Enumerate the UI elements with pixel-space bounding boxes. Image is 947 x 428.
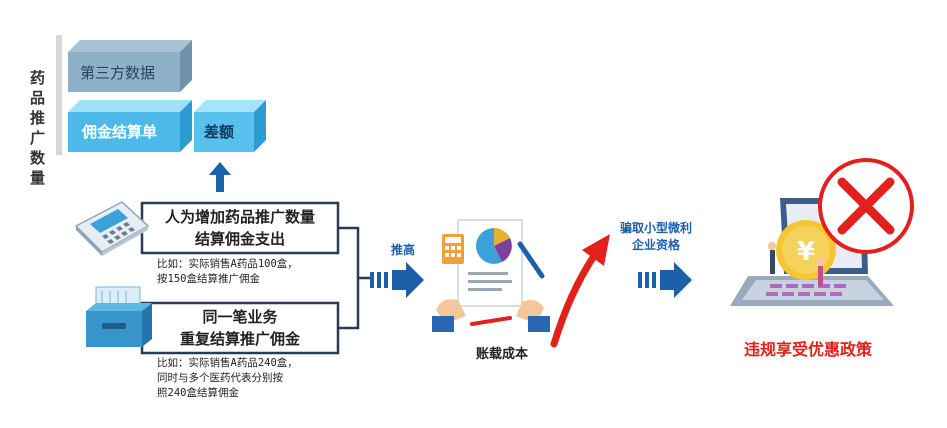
method-2-note-line2: 同时与多个医药代表分别按 bbox=[157, 372, 283, 384]
svg-text:¥: ¥ bbox=[797, 237, 815, 267]
method-1-title-line2: 结算佣金支出 bbox=[194, 230, 285, 248]
axis-label: 药品推广数量 bbox=[30, 69, 46, 187]
difference-label: 差额 bbox=[204, 123, 235, 141]
method-1-note-line2: 按150盒结算推广佣金 bbox=[157, 273, 260, 285]
push-arrow-icon bbox=[370, 262, 424, 298]
laptop-illustration: ¥ bbox=[730, 158, 914, 306]
method-2-title-line1: 同一笔业务 bbox=[202, 308, 278, 326]
push-label: 推高 bbox=[390, 243, 415, 257]
settlement-label: 佣金结算单 bbox=[82, 123, 158, 141]
difference-bar bbox=[194, 100, 266, 152]
method-connectors bbox=[140, 201, 370, 355]
settlement-bar bbox=[68, 100, 192, 152]
calculator-icon bbox=[74, 201, 150, 256]
third-party-label: 第三方数据 bbox=[80, 64, 156, 82]
fraud-label-line2: 企业资格 bbox=[631, 238, 680, 252]
cost-label: 账载成本 bbox=[475, 347, 528, 362]
promotion-bars bbox=[68, 40, 266, 152]
fraud-label: 骗取小型微利 企业资格 bbox=[604, 220, 708, 254]
method-1-note: 比如：实际销售A药品100盒， 按150盒结算推广佣金 bbox=[157, 257, 298, 287]
method-2-note-line3: 照240盒结算佣金 bbox=[157, 387, 239, 399]
fraud-label-line1: 骗取小型微利 bbox=[619, 221, 692, 235]
fraud-arrow-icon bbox=[638, 262, 692, 298]
third-party-bar bbox=[68, 40, 192, 92]
method-2-title-line2: 重复结算推广佣金 bbox=[179, 330, 300, 348]
file-drawer-icon bbox=[86, 286, 152, 347]
cost-document-icon bbox=[432, 219, 550, 332]
red-curved-arrow-icon bbox=[550, 234, 610, 348]
method-1-title: 人为增加药品推广数量 结算佣金支出 bbox=[144, 206, 336, 250]
up-arrow-icon bbox=[209, 162, 231, 192]
method-1-title-line1: 人为增加药品推广数量 bbox=[164, 208, 315, 226]
axis-line bbox=[56, 35, 62, 155]
method-1-note-line1: 比如：实际销售A药品100盒， bbox=[157, 258, 298, 270]
method-2-title: 同一笔业务 重复结算推广佣金 bbox=[144, 306, 336, 350]
result-label: 违规享受优惠政策 bbox=[743, 340, 872, 359]
method-2-note-line1: 比如：实际销售A药品240盒， bbox=[157, 357, 298, 369]
method-2-note: 比如：实际销售A药品240盒， 同时与多个医药代表分别按 照240盒结算佣金 bbox=[157, 356, 298, 401]
